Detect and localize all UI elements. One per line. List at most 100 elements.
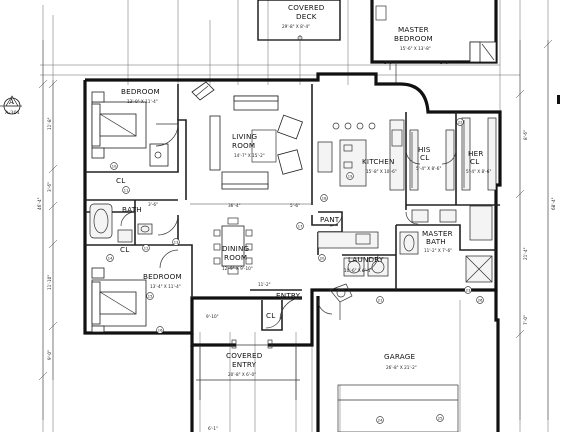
label-closet-1: CL bbox=[116, 176, 125, 185]
top-dimensions: 5'-0" 5'-0" 3'-6" 36'-4" 5'-6" 9'-10" 11… bbox=[148, 60, 450, 431]
tag-bubble-text: 17 bbox=[298, 224, 303, 228]
label-living-2: ROOM bbox=[232, 141, 255, 150]
tag-bubble bbox=[376, 416, 384, 424]
door-swings bbox=[120, 123, 457, 329]
left-dimension-chain: 46'-4" 11'-8" 3'-6" 11'-10" 9'-0" bbox=[37, 40, 58, 420]
bath-fixtures bbox=[89, 203, 153, 243]
dim-dining-room: 12'-9" X 9'-10" bbox=[222, 266, 253, 271]
label-laundry: LAUNDRY bbox=[348, 255, 384, 264]
dim-garage: 26'-8" X 21'-2" bbox=[386, 365, 417, 370]
tag-bubble-text: 18 bbox=[322, 196, 327, 200]
covered-deck bbox=[257, 0, 341, 41]
closet-fixtures bbox=[409, 117, 497, 191]
dim-left-c: 11'-10" bbox=[47, 275, 52, 290]
label-his-cl-1: HIS bbox=[418, 145, 431, 154]
label-entry: ENTRY bbox=[276, 291, 301, 300]
label-garage: GARAGE bbox=[384, 352, 416, 361]
master-bath-fixtures bbox=[399, 205, 493, 283]
section-letter: A bbox=[8, 98, 15, 106]
tag-bubble-text: 25 bbox=[438, 416, 443, 420]
tag-bubble-text: 15 bbox=[148, 294, 153, 298]
right-dimension-chain: 8'-6" 21'-4" 7'-0" 68'-4" bbox=[515, 39, 560, 420]
tag-bubble-text: 21 bbox=[378, 298, 383, 302]
dim-covered-deck: 29'-8" X 8'-4" bbox=[282, 24, 310, 29]
label-closet-3: CL bbox=[266, 311, 275, 320]
dim-left-overall: 46'-4" bbox=[37, 197, 42, 210]
room-labels: COVERED DECK 29'-8" X 8'-4" MASTER BEDRO… bbox=[116, 3, 491, 377]
tag-bubble bbox=[376, 296, 384, 304]
dim-bedroom-2: 13'-4" X 11'-4" bbox=[150, 284, 181, 289]
label-bath: BATH bbox=[122, 205, 142, 214]
dim-left-d: 9'-0" bbox=[47, 350, 52, 360]
label-pantry: PANT bbox=[320, 215, 340, 224]
tag-bubble-text: 14 bbox=[108, 256, 113, 260]
bedroom-2-furniture bbox=[91, 267, 147, 333]
dim-laundry: 10'-6" X 6'-4" bbox=[344, 268, 372, 273]
dim-her-closet: 5'-4" X 8'-6" bbox=[466, 169, 491, 174]
label-her-cl-2: CL bbox=[470, 157, 479, 166]
tag-bubble bbox=[476, 296, 484, 304]
dim-kitchen: 15'-8" X 10'-6" bbox=[366, 169, 397, 174]
dim-left-b: 3'-6" bbox=[47, 182, 52, 192]
tag-bubble bbox=[456, 118, 464, 126]
label-bedroom-1: BEDROOM bbox=[121, 87, 160, 96]
tag-bubble bbox=[172, 238, 180, 246]
tag-bubble-text: 19 bbox=[348, 174, 353, 178]
dim-top-2: 5'-0" bbox=[440, 60, 450, 65]
master-bedroom-area bbox=[370, 0, 498, 105]
tag-bubble bbox=[436, 414, 444, 422]
label-dining-2: ROOM bbox=[224, 253, 247, 262]
tag-bubble-text: 24 bbox=[378, 418, 383, 422]
living-furniture bbox=[209, 95, 303, 190]
tag-bubble-text: 10 bbox=[112, 164, 117, 168]
dim-right-c: 7'-0" bbox=[523, 315, 528, 325]
tag-bubble-text: 13 bbox=[174, 240, 179, 244]
tag-bubble bbox=[110, 162, 118, 170]
label-covered-deck-1: COVERED bbox=[288, 3, 325, 12]
label-covered-entry-1: COVERED bbox=[226, 351, 263, 360]
label-living-1: LIVING bbox=[232, 132, 257, 141]
dim-master-bath: 11'-2" X 7'-6" bbox=[424, 248, 452, 253]
tag-bubble bbox=[318, 254, 326, 262]
exterior-walls bbox=[83, 72, 502, 432]
section-marker: A A-301 bbox=[0, 95, 22, 116]
dim-hall-1: 3'-6" bbox=[148, 202, 158, 207]
label-his-cl-2: CL bbox=[420, 153, 429, 162]
tag-bubble-text: 16 bbox=[158, 328, 163, 332]
dim-top-1: 5'-0" bbox=[384, 60, 394, 65]
tag-bubble bbox=[156, 326, 164, 334]
dim-hall-2: 36'-4" bbox=[228, 203, 241, 208]
tag-bubble bbox=[122, 186, 130, 194]
label-her-cl-1: HER bbox=[468, 149, 484, 158]
section-sheet: A-301 bbox=[4, 110, 20, 116]
tag-bubble-text: 11 bbox=[124, 188, 129, 192]
interior-walls bbox=[85, 84, 500, 331]
label-master-bath-1: MASTER bbox=[422, 229, 453, 238]
dim-bottom-1: 9'-10" bbox=[206, 314, 219, 319]
fireplace-icon bbox=[191, 81, 215, 101]
label-closet-2: CL bbox=[120, 245, 129, 254]
label-master-bath-2: BATH bbox=[426, 237, 446, 246]
dim-right-overall: 68'-4" bbox=[551, 197, 556, 210]
label-kitchen: KITCHEN bbox=[362, 157, 395, 166]
label-bedroom-2: BEDROOM bbox=[143, 272, 182, 281]
dining-furniture bbox=[213, 217, 253, 275]
label-dining-1: DINING bbox=[222, 244, 249, 253]
dim-bottom-2: 11'-2" bbox=[258, 282, 271, 287]
dim-right-a: 8'-6" bbox=[523, 130, 528, 140]
kitchen-fixtures bbox=[317, 119, 405, 249]
tag-bubble-text: 20 bbox=[320, 256, 325, 260]
dim-hall-3: 5'-6" bbox=[290, 203, 300, 208]
tag-bubble bbox=[106, 254, 114, 262]
tag-bubble bbox=[346, 172, 354, 180]
tag-bubble bbox=[296, 222, 304, 230]
dim-living-room: 14'-7" X 15'-2" bbox=[234, 153, 265, 158]
tag-bubble-text: 26 bbox=[478, 298, 483, 302]
label-master-bed-1: MASTER bbox=[398, 25, 429, 34]
label-covered-deck-2: DECK bbox=[296, 12, 317, 21]
tag-bubble-text: 12 bbox=[144, 246, 149, 250]
tag-bubble-text: 22 bbox=[458, 120, 463, 124]
dim-bedroom-1: 13'-0" X 11'-4" bbox=[127, 99, 158, 104]
laundry-fixtures bbox=[343, 257, 389, 277]
